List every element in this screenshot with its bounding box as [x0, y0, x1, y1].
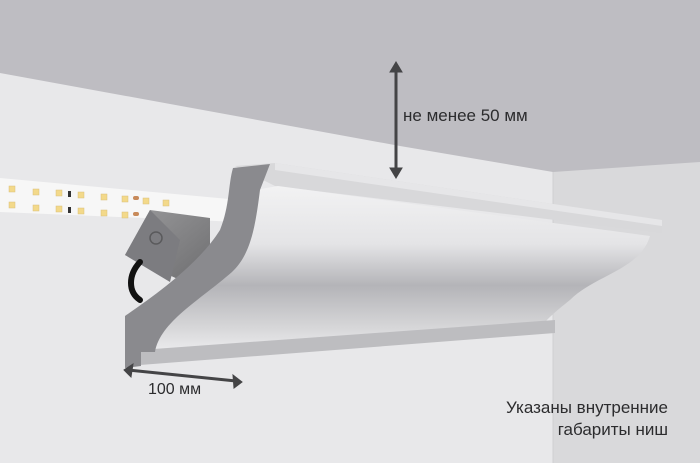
note-line-2: габариты ниш: [557, 420, 668, 439]
cornice-profile: [125, 163, 662, 368]
depth-dimension-label: 100 мм: [148, 381, 202, 398]
power-supply-box: [125, 210, 210, 303]
niche-note: Указаны внутренние габариты ниш: [506, 397, 668, 441]
height-dimension-label: не менее 50 мм: [403, 106, 528, 125]
height-dimension-arrow: [389, 61, 403, 179]
note-line-1: Указаны внутренние: [505, 398, 668, 417]
led-strip: [0, 178, 240, 222]
width-dimension-arrow: [123, 362, 243, 389]
